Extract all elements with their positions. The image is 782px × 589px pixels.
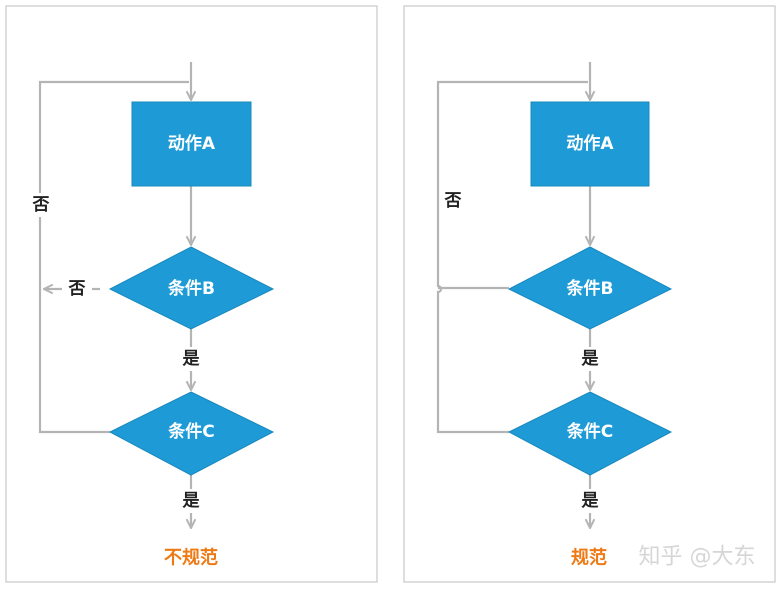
- left-condition-c-label: 条件C: [167, 421, 214, 442]
- right-yes-b-label: 是: [582, 349, 599, 369]
- left-action-a-label: 动作A: [168, 133, 216, 154]
- right-condition-b-diamond: [507, 246, 673, 330]
- left-yes-b-label: 是: [183, 349, 200, 369]
- left-panel: 动作A 条件B 条件C 否 否 是 是 不规范: [5, 5, 378, 583]
- right-yes-b-bg: [577, 347, 603, 371]
- right-condition-c-diamond: [507, 391, 673, 476]
- right-action-a-box: [530, 101, 650, 187]
- left-action-a-box: [131, 101, 252, 187]
- left-yes-c-label: 是: [183, 491, 200, 511]
- right-no-outer-bg: [440, 189, 466, 213]
- left-yes-c-bg: [178, 489, 204, 513]
- right-action-a-label: 动作A: [566, 133, 614, 154]
- left-yes-b-bg: [178, 347, 204, 371]
- right-panel: 动作A 条件B 条件C 否 是 是 规范: [403, 5, 776, 583]
- left-no-b-label: 否: [68, 279, 86, 299]
- left-no-outer-bg: [28, 193, 54, 217]
- right-condition-b-label: 条件B: [566, 278, 614, 299]
- right-condition-c-label: 条件C: [566, 421, 613, 442]
- right-yes-c-label: 是: [582, 491, 599, 511]
- left-c-loop-back-line: [38, 80, 189, 434]
- left-caption: 不规范: [164, 547, 218, 569]
- watermark: 知乎 @大东: [639, 545, 756, 570]
- right-caption: 规范: [571, 547, 607, 569]
- left-no-outer-label: 否: [32, 195, 50, 215]
- left-condition-c-diamond: [108, 391, 275, 476]
- right-no-outer-label: 否: [444, 191, 462, 211]
- left-condition-b-label: 条件B: [167, 278, 215, 299]
- right-yes-c-bg: [577, 489, 603, 513]
- left-condition-b-diamond: [108, 246, 275, 330]
